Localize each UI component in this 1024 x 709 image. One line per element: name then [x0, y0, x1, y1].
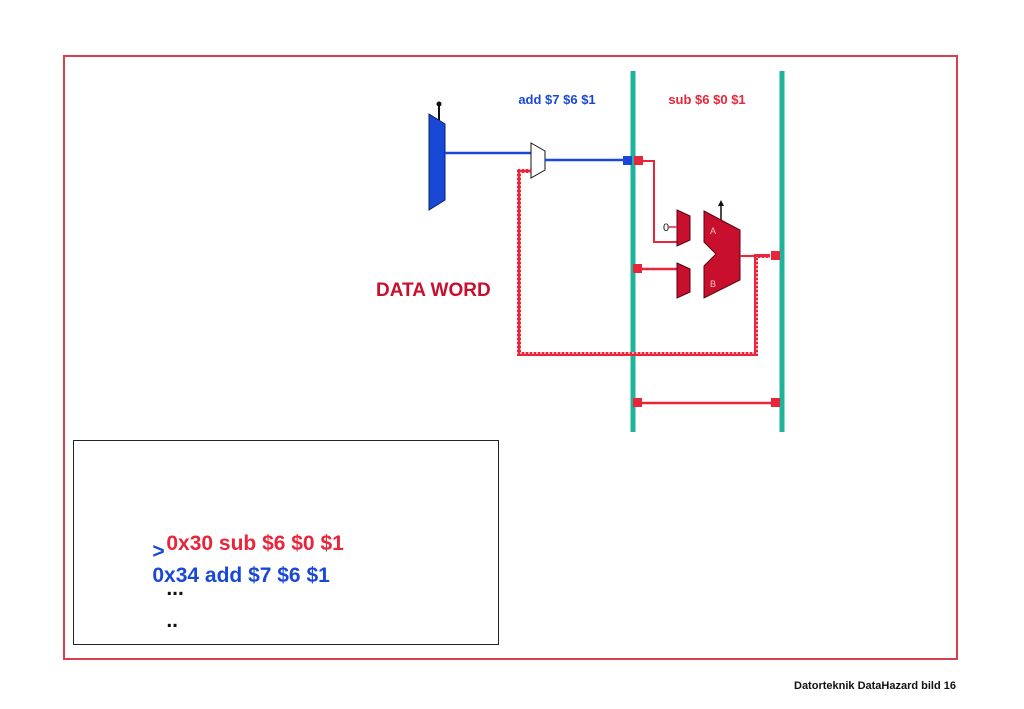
constant-zero-label: 0	[663, 222, 669, 234]
instruction-text: 0x30 sub $6 $0 $1	[166, 532, 344, 555]
slide-footer: Datorteknik DataHazard bild 16	[794, 680, 956, 692]
current-instruction-pointer: >	[152, 540, 165, 563]
code-line-4: ..	[143, 585, 178, 657]
register-input-blue	[623, 156, 632, 165]
code-line-1: 0x30 sub $6 $0 $1	[143, 484, 344, 580]
alu-a-wire	[643, 160, 677, 243]
register-file	[428, 113, 446, 211]
ellipsis: ...	[166, 577, 184, 600]
register-file-control-dot	[436, 101, 442, 107]
register-output-red-bottom	[633, 398, 642, 407]
register-output-red-top	[634, 156, 643, 165]
stage-label-right: sub $6 $0 $1	[668, 92, 745, 107]
alu	[703, 210, 741, 299]
code-line-3: ...	[143, 553, 184, 625]
alu-mux-a	[676, 209, 691, 247]
register-input-red-bottom	[771, 398, 780, 407]
forward-register-square	[771, 251, 780, 260]
alu-input-a-label: A	[710, 226, 716, 236]
alu-control-arrow	[718, 200, 724, 206]
alu-mux-b	[676, 262, 691, 299]
register-output-red-mid	[633, 264, 642, 273]
instruction-text: 0x34 add $7 $6 $1	[152, 564, 330, 587]
forwarding-mux	[530, 142, 546, 179]
stage-label-left: add $7 $6 $1	[518, 92, 595, 107]
ellipsis: ..	[166, 609, 179, 632]
code-line-2: > 0x34 add $7 $6 $1	[129, 516, 330, 612]
data-word-label: DATA WORD	[376, 280, 491, 301]
alu-input-b-label: B	[710, 279, 716, 289]
instruction-listing: 0x30 sub $6 $0 $1 > 0x34 add $7 $6 $1 ..…	[73, 440, 499, 645]
slide-frame	[63, 55, 958, 660]
